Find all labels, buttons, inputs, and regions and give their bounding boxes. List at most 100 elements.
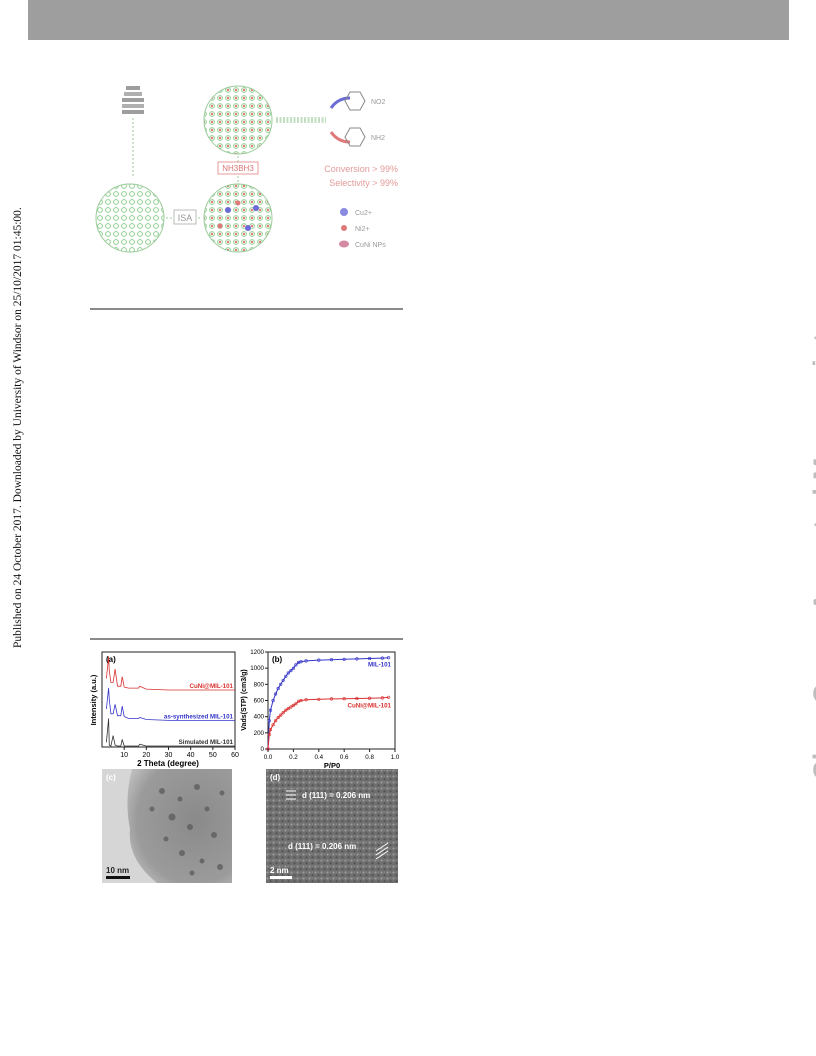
- iso-point-0-17: [329, 658, 334, 662]
- panel-d-label: (d): [270, 773, 281, 782]
- xrd-xtick-label-1: 20: [142, 752, 150, 759]
- xrd-xtick-label-3: 40: [187, 752, 195, 759]
- xrd-series-2: [106, 718, 235, 747]
- iso-ytick-label-1: 200: [254, 730, 265, 737]
- iso-ytick-label-3: 600: [254, 698, 265, 705]
- iso-point-0-15: [304, 659, 308, 663]
- tem-image: (c) 10 nm: [102, 769, 232, 883]
- manuscript-watermark: ChemComm Accepted Manuscript: [808, 333, 816, 780]
- iso-point-1-20: [368, 696, 372, 700]
- panel-d-scale-bar: [270, 876, 292, 879]
- iso-ytick-label-6: 1200: [250, 649, 264, 656]
- amine-molecule: NH2: [329, 127, 385, 147]
- iso-point-1-5: [276, 715, 280, 720]
- panel-b-isotherm: (b) Vads(STP) (cm3/g) P/P0 0.0 0.2 0.4 0.6 0…: [240, 648, 402, 770]
- legend-ni: Ni2+: [355, 226, 370, 233]
- iso-point-1-2: [268, 727, 273, 732]
- no2-label: NO2: [371, 99, 386, 106]
- iso-series-1: [267, 696, 389, 750]
- iso-point-0-8: [284, 674, 288, 678]
- iso-ytick-label-2: 400: [254, 714, 265, 721]
- lattice-marker-1: [286, 790, 296, 800]
- iso-point-1-4: [273, 719, 278, 723]
- panel-b-label: (b): [272, 655, 283, 664]
- iso-point-0-19: [355, 657, 359, 661]
- selectivity-text: Selectivity > 99%: [329, 178, 398, 188]
- iso-point-1-6: [279, 713, 283, 717]
- iso-point-1-16: [317, 697, 321, 701]
- iso-series-0: [267, 657, 389, 750]
- xrd-series-1: [106, 688, 235, 721]
- iso-point-0-14: [299, 660, 303, 664]
- iso-point-1-15: [304, 698, 308, 702]
- xrd-series-label-1: as-synthesized MIL-101: [164, 713, 234, 720]
- publication-note: Published on 24 October 2017. Downloaded…: [12, 207, 24, 648]
- iso-xtick-label-1: 0.2: [289, 754, 298, 761]
- iso-series-label-1: CuNi@MIL-101: [347, 702, 391, 709]
- iso-point-1-9: [286, 706, 290, 711]
- xrd-xlabel: 2 Theta (degree): [137, 759, 199, 768]
- iso-series-label-0: MIL-101: [368, 662, 392, 669]
- iso-ytick-label-5: 1000: [250, 665, 264, 672]
- isotherm-xlabel: P/P0: [324, 761, 340, 770]
- iso-point-0-11: [291, 666, 296, 670]
- legend-cuni-icon: [339, 240, 349, 248]
- xrd-frame: [101, 651, 236, 748]
- hrtem-image: (d) d (111) = 0.206 nm d (111) = 0.206 n…: [266, 769, 398, 883]
- iso-xtick-label-3: 0.6: [340, 754, 349, 761]
- iso-ytick-label-0: 0: [261, 746, 265, 753]
- iso-point-0-3: [271, 698, 275, 703]
- xrd-xtick-label-2: 30: [165, 752, 173, 759]
- synthesis-scheme: ISA NH3BH3 NO2 NH2 Conversion > 99% Sele…: [88, 78, 408, 268]
- header-bar: [28, 0, 789, 40]
- xrd-series-label-0: CuNi@MIL-101: [189, 683, 233, 690]
- isotherm-plot: (b) Vads(STP) (cm3/g) P/P0 0.0 0.2 0.4 0.6 0…: [241, 649, 400, 770]
- xrd-series-0: [106, 656, 235, 691]
- scheme-graphic: ISA NH3BH3 NO2 NH2 Conversion > 99% Sele…: [95, 85, 398, 253]
- iso-xtick-label-2: 0.4: [314, 754, 323, 761]
- panel-c-label: (c): [106, 773, 116, 782]
- legend-cuni: CuNi NPs: [355, 242, 386, 249]
- mof-cuni-top: [203, 85, 273, 155]
- panel-c-scale-bar: [106, 876, 130, 879]
- iso-point-0-7: [281, 678, 285, 682]
- iso-xtick-label-4: 0.8: [365, 754, 374, 761]
- nh2-label: NH2: [371, 135, 385, 142]
- isa-label: ISA: [178, 213, 193, 223]
- iso-point-0-5: [276, 686, 280, 691]
- legend-cu-icon: [340, 208, 348, 216]
- nh3bh3-label: NH3BH3: [222, 164, 254, 173]
- iso-point-1-12: [294, 702, 298, 706]
- iso-point-0-18: [342, 657, 346, 661]
- iso-point-1-0: [266, 747, 270, 751]
- iso-point-1-19: [355, 696, 359, 701]
- iso-point-1-22: [387, 695, 391, 699]
- scheme-divider: [90, 308, 403, 310]
- iso-point-0-1: [267, 719, 271, 723]
- panel-d-scale-text: 2 nm: [270, 866, 289, 875]
- iso-point-1-10: [289, 705, 293, 709]
- iso-point-0-10: [289, 669, 293, 673]
- iso-point-0-21: [380, 656, 384, 660]
- mof-ions: [203, 183, 273, 253]
- iso-point-1-14: [299, 698, 303, 703]
- isotherm-ylabel: Vads(STP) (cm3/g): [241, 669, 248, 730]
- panel-c-scale-text: 10 nm: [106, 866, 129, 875]
- iso-point-1-7: [281, 710, 285, 715]
- panel-a-label: (a): [106, 655, 116, 664]
- iso-point-0-22: [387, 656, 391, 660]
- iso-xtick-label-0: 0.0: [264, 754, 273, 761]
- xrd-plot: (a) Intensity (a.u.) 2 Theta (degree) 10…: [89, 651, 239, 768]
- iso-point-1-17: [329, 697, 334, 701]
- xrd-xtick-label-0: 10: [120, 752, 128, 759]
- iso-point-1-21: [380, 696, 384, 700]
- iso-point-0-20: [368, 656, 372, 661]
- nanoparticles: [149, 784, 225, 876]
- iso-ytick-label-4: 800: [254, 681, 265, 688]
- panel-c-tem: (c) 10 nm: [102, 769, 232, 883]
- iso-point-0-9: [286, 671, 290, 675]
- figure-divider: [90, 638, 403, 640]
- iso-point-1-18: [342, 697, 346, 701]
- iso-point-0-12: [294, 663, 298, 667]
- panel-d-hrtem: (d) d (111) = 0.206 nm d (111) = 0.206 n…: [266, 769, 398, 883]
